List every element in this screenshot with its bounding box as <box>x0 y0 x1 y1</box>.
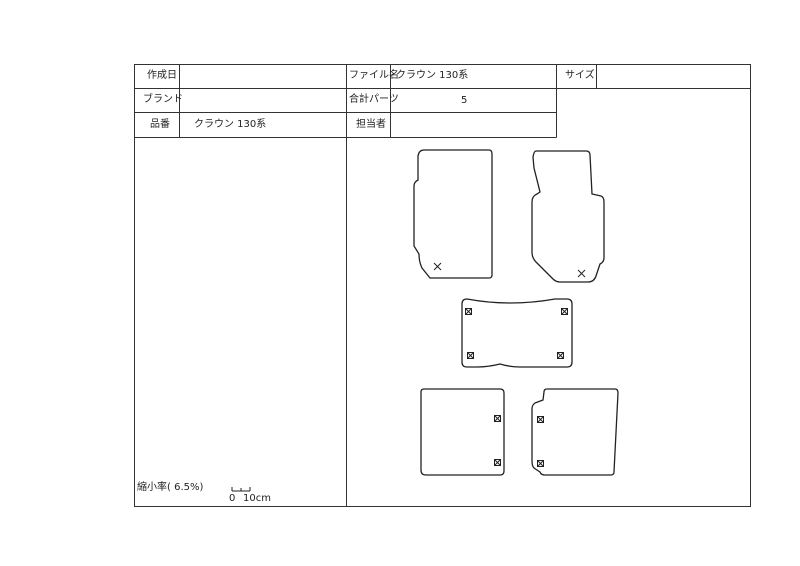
driver-mat-cross-icon <box>433 262 442 271</box>
box-x-icon <box>494 415 501 422</box>
total-parts-label: 合計パーツ <box>349 94 399 105</box>
rear-left-mat <box>420 388 505 476</box>
passenger-mat <box>531 150 605 283</box>
size-label: サイズ <box>565 70 595 81</box>
rear-right-mat <box>531 388 619 476</box>
product-no-label: 品番 <box>150 119 170 130</box>
rear-center-mat <box>461 298 573 368</box>
box-x-icon <box>494 459 501 466</box>
product-no-value: クラウン 130系 <box>194 119 267 130</box>
box-x-icon <box>537 416 544 423</box>
file-name-value: クラウン 130系 <box>396 70 469 81</box>
box-x-icon <box>467 352 474 359</box>
box-x-icon <box>557 352 564 359</box>
person-label: 担当者 <box>356 119 386 130</box>
box-x-icon <box>465 308 472 315</box>
scale-bar-icon <box>231 487 251 492</box>
scale-ten: 10cm <box>243 493 271 504</box>
created-date-label: 作成日 <box>147 70 177 81</box>
total-parts-value: 5 <box>461 95 468 106</box>
outer-frame <box>134 64 751 507</box>
scale-label: 縮小率( 6.5%) <box>137 482 204 493</box>
driver-mat <box>413 149 493 279</box>
scale-zero: 0 <box>229 493 236 504</box>
file-name-label: ファイル名 <box>349 70 399 81</box>
box-x-icon <box>561 308 568 315</box>
passenger-mat-cross-icon <box>577 269 586 278</box>
brand-label: ブランド <box>143 94 183 105</box>
box-x-icon <box>537 460 544 467</box>
